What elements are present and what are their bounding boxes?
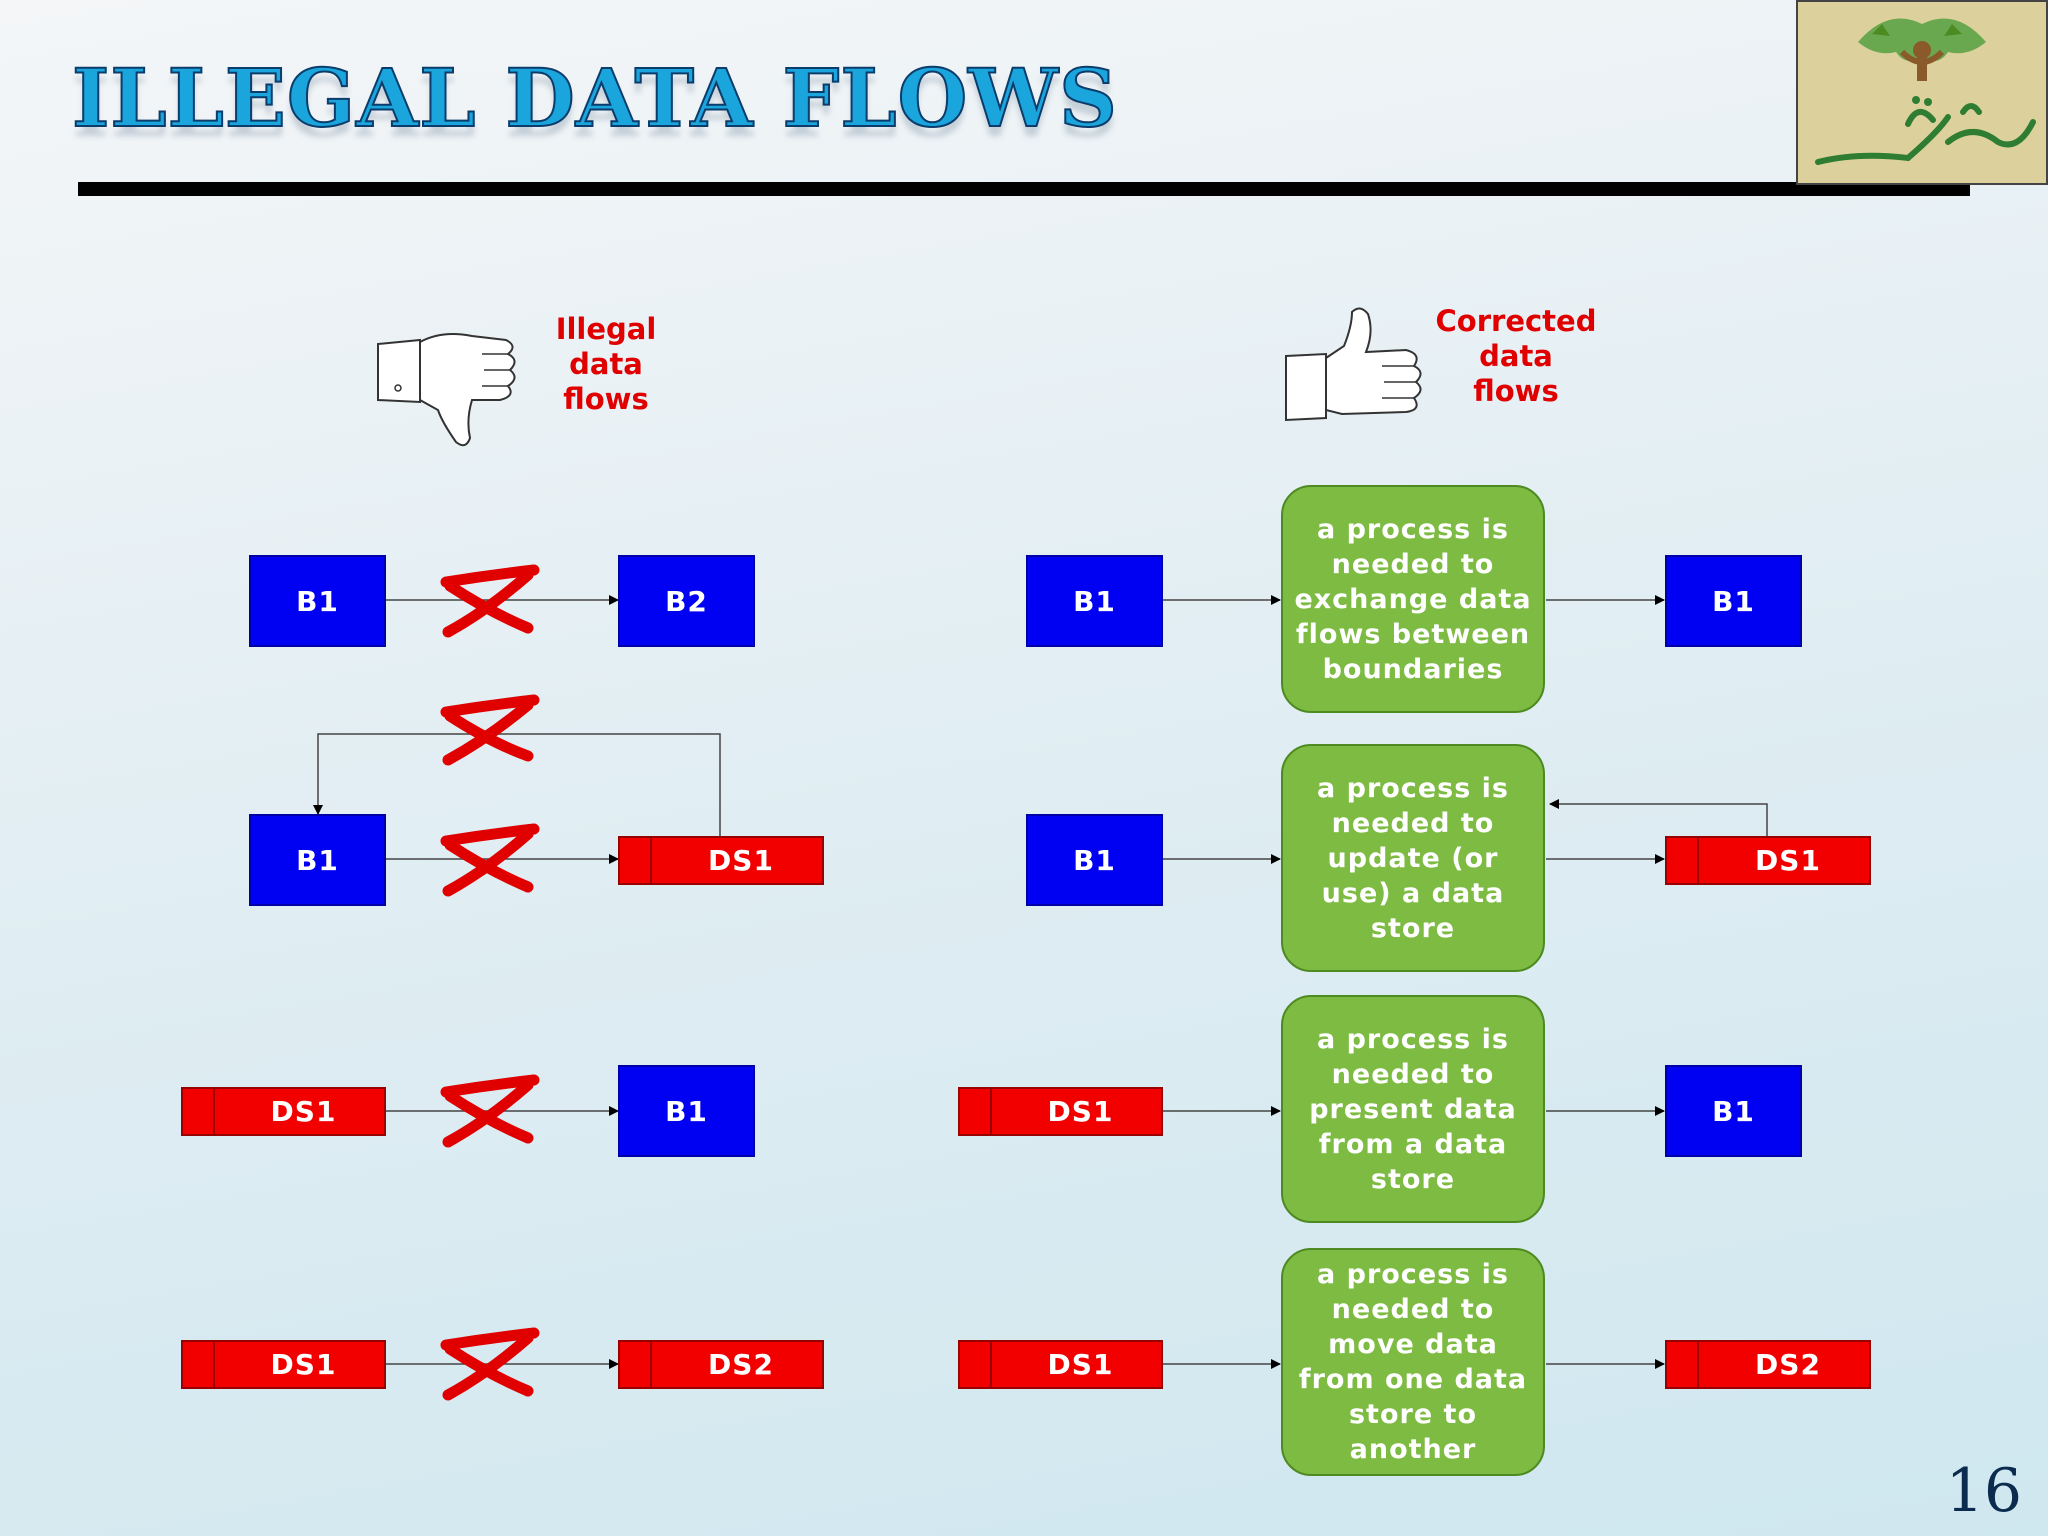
data-store-box: DS1 <box>181 1087 386 1136</box>
boundary-box: B1 <box>249 555 386 647</box>
data-store-box: DS1 <box>618 836 824 885</box>
corrected-flow-2-return <box>1549 799 1768 836</box>
thumbs-down-icon <box>377 333 516 447</box>
title-underline <box>78 182 1970 196</box>
boundary-box: B1 <box>1026 814 1163 906</box>
process-box: a process is needed to update (or use) a… <box>1281 744 1545 972</box>
data-store-label: DS1 <box>1755 844 1821 877</box>
thumbs-up-icon <box>1285 307 1422 422</box>
data-store-box: DS2 <box>1665 1340 1871 1389</box>
data-store-label: DS1 <box>1047 1095 1114 1128</box>
red-cross-icon <box>440 823 540 897</box>
red-cross-icon <box>440 564 540 638</box>
data-store-box: DS1 <box>181 1340 386 1389</box>
data-store-label: DS1 <box>270 1348 337 1381</box>
boundary-box: B1 <box>249 814 386 906</box>
page-title: ILLEGAL DATA FLOWS <box>71 51 1118 145</box>
tree-logo-icon <box>1815 18 2036 165</box>
red-cross-icon <box>440 694 540 766</box>
boundary-box: B1 <box>1665 1065 1802 1157</box>
process-box: a process is needed to move data from on… <box>1281 1248 1545 1476</box>
boundary-box: B1 <box>618 1065 755 1157</box>
data-store-label: DS1 <box>708 844 774 877</box>
red-cross-icon <box>440 1074 540 1148</box>
illegal-heading: Illegal data flows <box>555 312 657 416</box>
boundary-box: B2 <box>618 555 755 647</box>
data-store-box: DS1 <box>1665 836 1871 885</box>
data-store-label: DS2 <box>708 1348 774 1381</box>
data-store-label: DS1 <box>270 1095 337 1128</box>
data-store-label: DS1 <box>1047 1348 1114 1381</box>
corrected-heading: Corrected data flows <box>1435 304 1597 408</box>
data-store-label: DS2 <box>1755 1348 1821 1381</box>
illegal-flow-2-return <box>313 733 721 836</box>
boundary-box: B1 <box>1026 555 1163 647</box>
boundary-box: B1 <box>1665 555 1802 647</box>
data-store-box: DS1 <box>958 1087 1163 1136</box>
page-number: 16 <box>1945 1456 2022 1526</box>
process-box: a process is needed to exchange data flo… <box>1281 485 1545 713</box>
process-box: a process is needed to present data from… <box>1281 995 1545 1223</box>
red-cross-icon <box>440 1327 540 1401</box>
data-store-box: DS2 <box>618 1340 824 1389</box>
data-store-box: DS1 <box>958 1340 1163 1389</box>
logo <box>1796 0 2048 185</box>
